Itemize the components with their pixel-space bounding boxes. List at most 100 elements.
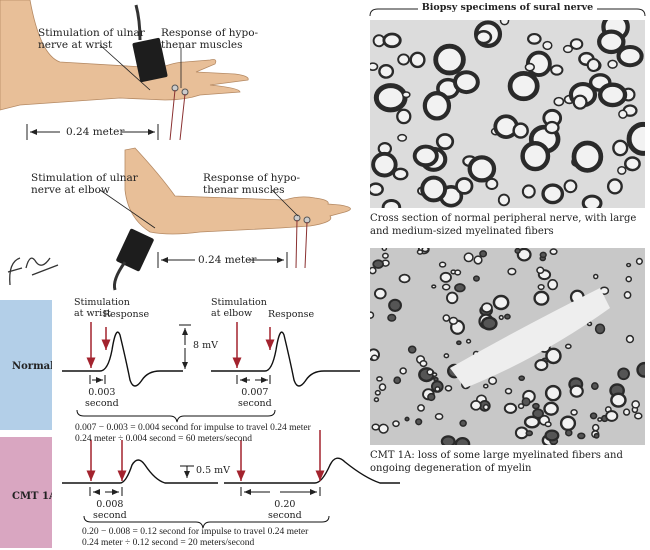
myelinated-fiber: [572, 94, 588, 110]
myelinated-fiber: [417, 404, 425, 412]
myelinated-fiber: [634, 412, 643, 420]
wrist-stimulation-label: Stimulation of ulnar nerve at wrist: [38, 27, 145, 51]
myelinated-fiber: [392, 420, 400, 428]
myelinated-fiber: [507, 267, 517, 276]
wrist-distance-label: 0.24 meter: [66, 126, 125, 138]
myelinated-fiber: [594, 323, 606, 335]
myelinated-fiber: [586, 58, 601, 73]
myelinated-fiber: [607, 59, 618, 69]
myelinated-fiber: [590, 382, 599, 391]
cmt-equation-1: 0.20 − 0.008 = 0.12 second for impulse t…: [82, 527, 309, 537]
normal-latency-wrist: 0.003 second: [85, 387, 119, 409]
myelinated-fiber: [381, 248, 388, 252]
myelinated-fiber: [625, 334, 635, 344]
arm-illustrations: [0, 0, 351, 291]
myelinated-fiber: [597, 29, 626, 55]
normal-nerve-caption: Cross section of normal peripheral nerve…: [370, 213, 637, 237]
myelinated-fiber: [626, 262, 632, 268]
biopsy-title: Biopsy specimens of sural nerve: [370, 2, 645, 13]
myelinated-fiber: [503, 402, 518, 414]
myelinated-fiber: [593, 432, 600, 439]
stim-wrist-label: Stimulation at wrist: [74, 297, 130, 319]
elbow-stimulation-label: Stimulation of ulnar nerve at elbow: [31, 172, 138, 196]
myelinated-fiber: [488, 376, 498, 385]
myelinated-fiber: [571, 140, 604, 173]
myelinated-fiber: [412, 144, 439, 168]
myelinated-fiber: [612, 139, 629, 157]
myelinated-fiber: [544, 384, 562, 402]
stim-elbow-label: Stimulation at elbow: [211, 297, 267, 319]
myelinated-fiber: [541, 183, 565, 205]
myelinated-fiber: [382, 32, 402, 49]
myelinated-fiber: [473, 275, 480, 282]
myelinated-fiber: [533, 290, 550, 306]
myelinated-fiber: [547, 279, 559, 291]
myelinated-fiber: [374, 389, 381, 396]
myelinated-fiber: [537, 283, 545, 291]
myelinated-fiber: [373, 397, 380, 403]
stimulator-device: [116, 228, 154, 272]
myelinated-fiber: [454, 283, 466, 293]
myelinated-fiber: [454, 269, 462, 276]
myelinated-fiber: [618, 109, 628, 119]
myelinated-fiber: [370, 266, 377, 275]
myelinated-fiber: [435, 133, 455, 151]
myelinated-fiber: [433, 43, 466, 76]
normal-latency-elbow: 0.007 second: [238, 387, 272, 409]
myelinated-fiber: [376, 376, 383, 382]
myelinated-fiber: [570, 409, 578, 416]
myelinated-fiber: [482, 383, 489, 389]
myelinated-fiber: [617, 165, 627, 175]
myelinated-fiber: [564, 343, 572, 350]
myelinated-fiber: [581, 194, 603, 208]
normal-equation-1: 0.007 − 0.003 = 0.004 second for impulse…: [75, 423, 311, 433]
myelinated-fiber: [409, 51, 426, 69]
normal-brace: [76, 409, 276, 423]
normal-nerve-micrograph: [370, 20, 645, 208]
myelinated-fiber: [606, 178, 623, 195]
myelinated-fiber: [521, 184, 536, 199]
myelinated-fiber: [526, 32, 542, 45]
biopsy-brace: [369, 8, 646, 17]
cmt-equation-2: 0.24 meter ÷ 0.12 second = 20 meters/sec…: [82, 538, 255, 548]
normal-equation-2: 0.24 meter ÷ 0.004 second = 60 meters/se…: [75, 434, 253, 444]
myelinated-fiber: [393, 376, 402, 385]
myelinated-fiber: [404, 416, 410, 422]
myelinated-fiber: [479, 250, 488, 258]
myelinated-fiber: [370, 182, 384, 196]
myelinated-fiber: [518, 375, 526, 381]
myelinated-fiber: [433, 376, 439, 382]
myelinated-fiber: [622, 408, 631, 416]
netter-signature: [7, 257, 59, 286]
myelinated-fiber: [443, 353, 450, 359]
cmt-latency-elbow: 0.20 second: [268, 499, 302, 521]
myelinated-fiber: [381, 199, 402, 208]
myelinated-fiber: [504, 313, 511, 320]
myelinated-fiber: [398, 273, 411, 284]
myelinated-fiber: [396, 108, 412, 125]
myelinated-fiber: [454, 436, 471, 445]
myelinated-fiber: [520, 140, 551, 172]
normal-label: Normal: [12, 361, 54, 372]
myelinated-fiber: [427, 392, 436, 402]
cmt-nerve-micrograph: [370, 248, 645, 445]
wrist-response-label: Response of hypo- thenar muscles: [161, 27, 259, 51]
myelinated-fiber: [475, 29, 493, 45]
myelinated-fiber: [525, 430, 534, 437]
cmt-band: [0, 437, 52, 548]
tissue-gap: [450, 288, 610, 388]
myelinated-fiber: [624, 156, 641, 172]
myelinated-fiber: [421, 248, 430, 253]
myelinated-fiber: [371, 423, 380, 431]
myelinated-fiber: [605, 410, 619, 422]
myelinated-fiber: [434, 412, 444, 421]
myelinated-fiber: [492, 294, 510, 311]
myelinated-fiber: [569, 38, 584, 50]
myelinated-fiber: [465, 338, 472, 344]
myelinated-fiber: [534, 359, 549, 372]
myelinated-fiber: [592, 273, 599, 280]
myelinated-fiber: [577, 432, 586, 440]
myelinated-fiber: [544, 120, 560, 135]
nerve-conduction-traces: [62, 322, 400, 529]
myelinated-fiber: [480, 302, 493, 314]
